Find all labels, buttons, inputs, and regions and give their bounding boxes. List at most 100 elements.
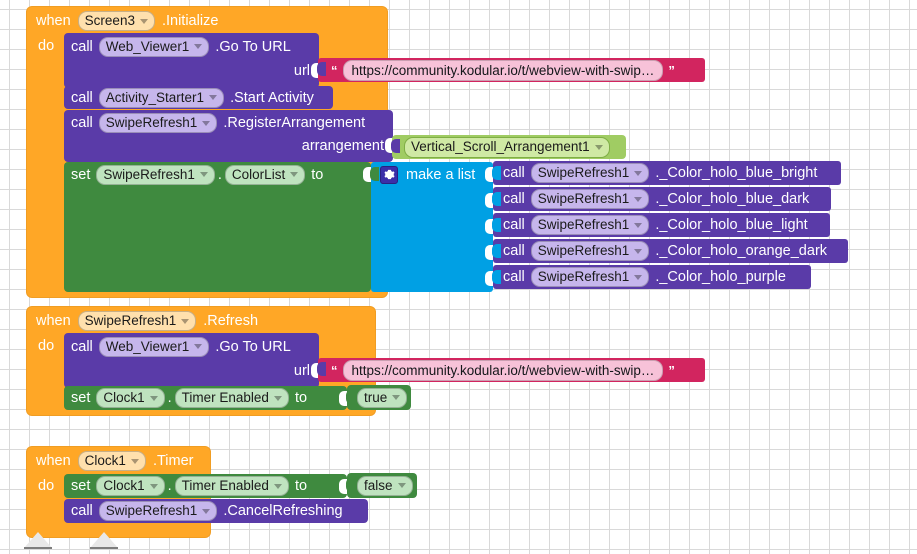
call-block-swiperefresh1-registerarrangement[interactable]: call SwipeRefresh1 .RegisterArrangement … <box>64 110 394 162</box>
to-keyword: to <box>294 390 308 406</box>
component-dropdown-swiperefresh1[interactable]: SwipeRefresh1 <box>530 267 650 287</box>
value-socket <box>311 363 320 378</box>
set-block-clock1-timerenabled-true[interactable]: set Clock1 . Timer Enabled to <box>64 386 348 410</box>
output-plug <box>391 139 400 153</box>
call-block-color-holo-purple[interactable]: call SwipeRefresh1 ._Color_holo_purple <box>492 265 811 289</box>
chevron-down-icon <box>149 483 158 489</box>
component-dropdown-webviewer1[interactable]: Web_Viewer1 <box>98 36 210 57</box>
call-block-activitystarter1-startactivity[interactable]: call Activity_Starter1 .Start Activity <box>64 86 333 109</box>
list-item-socket <box>485 219 494 234</box>
chevron-down-icon <box>594 144 603 150</box>
list-item-socket <box>485 193 494 208</box>
event-name: .Timer <box>152 453 194 469</box>
component-dropdown-clock1[interactable]: Clock1 <box>96 476 165 496</box>
chevron-down-icon <box>130 458 139 464</box>
value-socket <box>311 63 320 78</box>
logic-dropdown-false[interactable]: false <box>357 475 413 496</box>
method-name: ._Color_holo_purple <box>655 269 786 285</box>
output-plug <box>370 167 379 181</box>
value-socket <box>363 167 372 182</box>
value-socket <box>385 138 394 153</box>
param-label-arrangement: arrangement <box>301 138 384 154</box>
component-block-vertical-scroll-arrangement1[interactable]: Vertical_Scroll_Arrangement1 <box>391 135 626 159</box>
component-dropdown-swiperefresh1[interactable]: SwipeRefresh1 <box>530 189 650 209</box>
when-keyword: when <box>36 313 71 329</box>
call-block-webviewer1-gotourl-2[interactable]: call Web_Viewer1 .Go To URL url <box>64 333 320 388</box>
param-label-url: url <box>293 63 310 79</box>
chevron-down-icon <box>634 196 643 202</box>
list-item-socket <box>485 271 494 286</box>
method-name: ._Color_holo_blue_bright <box>655 165 818 181</box>
collapse-marker-2[interactable] <box>90 532 118 548</box>
chevron-down-icon <box>634 170 643 176</box>
chevron-down-icon <box>397 483 406 488</box>
chevron-down-icon <box>149 395 158 401</box>
do-label: do <box>38 478 55 494</box>
quote-close: ” <box>668 62 675 78</box>
dot-separator: . <box>167 390 172 406</box>
call-row: call Web_Viewer1 .Go To URL <box>64 33 319 60</box>
logic-block-false[interactable]: false <box>346 473 417 498</box>
call-keyword: call <box>503 269 525 285</box>
call-block-swiperefresh1-cancelrefreshing[interactable]: call SwipeRefresh1 .CancelRefreshing <box>64 499 368 523</box>
text-block-url-1[interactable]: “ https://community.kodular.io/t/webview… <box>317 58 705 82</box>
logic-block-true[interactable]: true <box>346 385 411 410</box>
logic-dropdown-true[interactable]: true <box>357 387 408 408</box>
set-row: set SwipeRefresh1 . ColorList to <box>64 162 371 187</box>
property-dropdown-colorlist[interactable]: ColorList <box>224 164 306 185</box>
component-dropdown-swiperefresh1[interactable]: SwipeRefresh1 <box>77 311 197 331</box>
chevron-down-icon <box>273 395 282 401</box>
chevron-down-icon <box>634 274 643 280</box>
component-dropdown-swiperefresh1[interactable]: SwipeRefresh1 <box>98 113 218 133</box>
mutator-gear-icon[interactable] <box>380 165 398 184</box>
component-dropdown-swiperefresh1[interactable]: SwipeRefresh1 <box>530 241 650 261</box>
call-keyword: call <box>71 503 93 519</box>
call-row: call SwipeRefresh1 .RegisterArrangement <box>64 110 393 136</box>
output-plug <box>492 166 501 180</box>
list-block-make-a-list[interactable]: make a list <box>370 162 494 292</box>
component-dropdown-activitystarter1[interactable]: Activity_Starter1 <box>98 87 225 108</box>
component-dropdown-screen3[interactable]: Screen3 <box>77 11 155 31</box>
when-keyword: when <box>36 453 71 469</box>
set-block-swiperefresh1-colorlist[interactable]: set SwipeRefresh1 . ColorList to <box>64 162 372 292</box>
call-block-color-holo-blue-bright[interactable]: call SwipeRefresh1 ._Color_holo_blue_bri… <box>492 161 841 185</box>
call-row: call SwipeRefresh1 ._Color_holo_blue_bri… <box>493 161 841 185</box>
call-row: call SwipeRefresh1 .CancelRefreshing <box>64 499 368 523</box>
url-text-field[interactable]: https://community.kodular.io/t/webview-w… <box>342 359 664 381</box>
chevron-down-icon <box>290 172 299 177</box>
component-dropdown-swiperefresh1[interactable]: SwipeRefresh1 <box>530 163 650 183</box>
component-dropdown-clock1[interactable]: Clock1 <box>96 388 165 408</box>
call-block-color-holo-blue-dark[interactable]: call SwipeRefresh1 ._Color_holo_blue_dar… <box>492 187 831 211</box>
component-dropdown-swiperefresh1[interactable]: SwipeRefresh1 <box>96 164 215 185</box>
quote-close: ” <box>668 362 675 378</box>
collapse-marker-1[interactable] <box>24 532 52 548</box>
component-dropdown-webviewer1[interactable]: Web_Viewer1 <box>98 336 210 357</box>
call-block-webviewer1-gotourl-1[interactable]: call Web_Viewer1 .Go To URL url <box>64 33 320 88</box>
chevron-down-icon <box>209 95 218 100</box>
property-dropdown-timerenabled[interactable]: Timer Enabled <box>174 388 289 408</box>
call-keyword: call <box>503 165 525 181</box>
list-item-socket <box>485 167 494 182</box>
component-dropdown-swiperefresh1[interactable]: SwipeRefresh1 <box>530 215 650 235</box>
method-name: .Go To URL <box>215 338 291 355</box>
chevron-down-icon <box>199 172 208 177</box>
url-param-row: url <box>294 362 310 380</box>
event-name: .Refresh <box>203 313 259 329</box>
call-block-color-holo-blue-light[interactable]: call SwipeRefresh1 ._Color_holo_blue_lig… <box>492 213 830 237</box>
set-block-clock1-timerenabled-false[interactable]: set Clock1 . Timer Enabled to <box>64 474 348 498</box>
property-dropdown-timerenabled[interactable]: Timer Enabled <box>174 476 289 496</box>
output-plug <box>492 192 501 206</box>
component-dropdown-swiperefresh1[interactable]: SwipeRefresh1 <box>98 501 218 521</box>
url-text-field[interactable]: https://community.kodular.io/t/webview-w… <box>342 59 664 81</box>
component-dropdown-clock1[interactable]: Clock1 <box>77 451 146 471</box>
list-item-socket <box>485 245 494 260</box>
text-block-url-2[interactable]: “ https://community.kodular.io/t/webview… <box>317 358 705 382</box>
call-row: call SwipeRefresh1 ._Color_holo_orange_d… <box>493 239 848 263</box>
method-name: .Start Activity <box>230 89 314 106</box>
output-plug <box>492 218 501 232</box>
component-dropdown-verticalscrollarrangement1[interactable]: Vertical_Scroll_Arrangement1 <box>404 136 610 158</box>
call-block-color-holo-orange-dark[interactable]: call SwipeRefresh1 ._Color_holo_orange_d… <box>492 239 848 263</box>
value-socket <box>339 391 348 406</box>
output-plug <box>346 390 355 404</box>
